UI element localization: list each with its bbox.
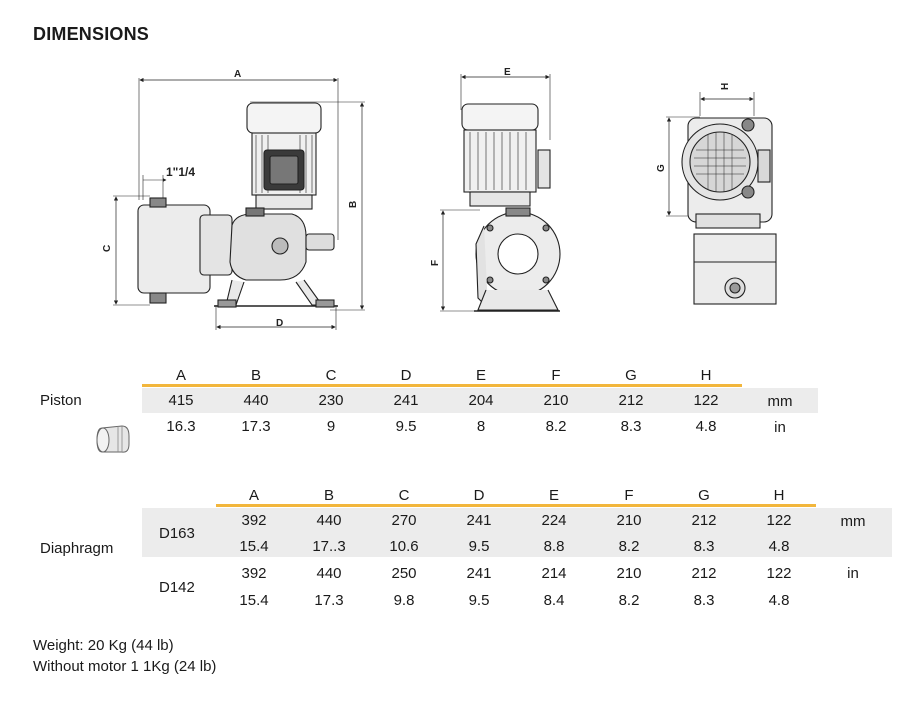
piston-unit-in: in (774, 419, 786, 436)
diaphragm-header-h: H (773, 487, 785, 504)
dim-c-label: C (102, 245, 113, 252)
without-motor-note: Without motor 1 1Kg (24 lb) (33, 658, 217, 675)
weight-note: Weight: 20 Kg (44 lb) (33, 637, 174, 654)
d163-mm-b: 440 (316, 512, 342, 529)
d163-in-h: 4.8 (768, 538, 790, 555)
piston-in-g: 8.3 (620, 418, 642, 435)
d142-mm-e: 214 (541, 565, 567, 582)
diaphragm-header-b: B (323, 487, 334, 504)
diaphragm-header-d: D (473, 487, 485, 504)
d142-mm-d: 241 (466, 565, 492, 582)
top-view-drawing-icon (666, 92, 777, 305)
piston-mm-a: 415 (168, 392, 194, 409)
diaphragm-header-f: F (624, 487, 634, 504)
piston-mm-g: 212 (618, 392, 644, 409)
piston-mm-f: 210 (543, 392, 569, 409)
d142-in-f: 8.2 (618, 592, 640, 609)
piston-label: Piston (40, 392, 82, 409)
d142-mm-g: 212 (691, 565, 717, 582)
piston-in-d: 9.5 (395, 418, 417, 435)
piston-mm-band (142, 388, 818, 413)
piston-header-rule (142, 384, 742, 387)
piston-in-b: 17.3 (241, 418, 271, 435)
diaphragm-unit-in: in (847, 565, 859, 582)
d142-in-c: 9.8 (393, 592, 415, 609)
piston-mm-b: 440 (243, 392, 269, 409)
diaphragm-label: Diaphragm (40, 540, 114, 557)
d142-mm-c: 250 (391, 565, 417, 582)
d163-in-c: 10.6 (389, 538, 419, 555)
dim-g-label: G (656, 164, 667, 172)
d142-mm-a: 392 (241, 565, 267, 582)
d163-mm-a: 392 (241, 512, 267, 529)
piston-header-g: G (625, 367, 637, 384)
diaphragm-header-rule (216, 504, 816, 507)
diaphragm-d163-band (142, 508, 892, 557)
d163-mm-d: 241 (466, 512, 492, 529)
d163-in-a: 15.4 (239, 538, 269, 555)
d142-in-d: 9.5 (468, 592, 490, 609)
piston-mm-c: 230 (318, 392, 344, 409)
piston-header-h: H (700, 367, 712, 384)
d142-mm-f: 210 (616, 565, 642, 582)
dim-f-label: F (430, 260, 441, 266)
d142-in-e: 8.4 (543, 592, 565, 609)
piston-header-d: D (400, 367, 412, 384)
thread-size-label: 1"1/4 (166, 165, 195, 179)
d142-in-g: 8.3 (693, 592, 715, 609)
piston-mm-h: 122 (693, 392, 719, 409)
piston-header-e: E (475, 367, 486, 384)
piston-header-a: A (175, 367, 186, 384)
model-d163: D163 (159, 525, 195, 542)
d142-in-a: 15.4 (239, 592, 269, 609)
d163-in-d: 9.5 (468, 538, 490, 555)
diaphragm-header-c: C (398, 487, 410, 504)
piston-mm-e: 204 (468, 392, 494, 409)
diaphragm-unit-mm: mm (840, 513, 866, 530)
dim-h-label: H (720, 83, 731, 90)
d142-mm-b: 440 (316, 565, 342, 582)
piston-header-b: B (250, 367, 261, 384)
dim-d-label: D (276, 318, 283, 329)
d163-in-b: 17..3 (312, 538, 346, 555)
d163-in-f: 8.2 (618, 538, 640, 555)
diaphragm-header-g: G (698, 487, 710, 504)
piston-header-f: F (551, 367, 561, 384)
d163-mm-g: 212 (691, 512, 717, 529)
piston-in-c: 9 (326, 418, 336, 435)
d142-mm-h: 122 (766, 565, 792, 582)
side-view-drawing-icon (113, 77, 365, 330)
d142-in-h: 4.8 (768, 592, 790, 609)
piston-in-f: 8.2 (545, 418, 567, 435)
piston-in-a: 16.3 (166, 418, 196, 435)
piston-unit-mm: mm (767, 393, 793, 410)
dim-a-label: A (234, 69, 241, 80)
page-title: DIMENSIONS (33, 24, 150, 44)
d163-in-g: 8.3 (693, 538, 715, 555)
d163-mm-e: 224 (541, 512, 567, 529)
model-d142: D142 (159, 579, 195, 596)
d142-in-b: 17.3 (314, 592, 344, 609)
d163-mm-c: 270 (391, 512, 417, 529)
front-view-drawing-icon (440, 74, 561, 312)
d163-mm-h: 122 (766, 512, 792, 529)
piston-icon (96, 425, 130, 453)
piston-header-c: C (325, 367, 337, 384)
diaphragm-header-e: E (548, 487, 559, 504)
dim-e-label: E (504, 67, 511, 78)
d163-in-e: 8.8 (543, 538, 565, 555)
technical-drawings: A B C D 1"1/4 E F (102, 67, 777, 330)
piston-in-h: 4.8 (695, 418, 717, 435)
piston-in-e: 8 (476, 418, 486, 435)
dim-b-label: B (348, 201, 359, 208)
piston-mm-d: 241 (393, 392, 419, 409)
diaphragm-header-a: A (248, 487, 259, 504)
d163-mm-f: 210 (616, 512, 642, 529)
